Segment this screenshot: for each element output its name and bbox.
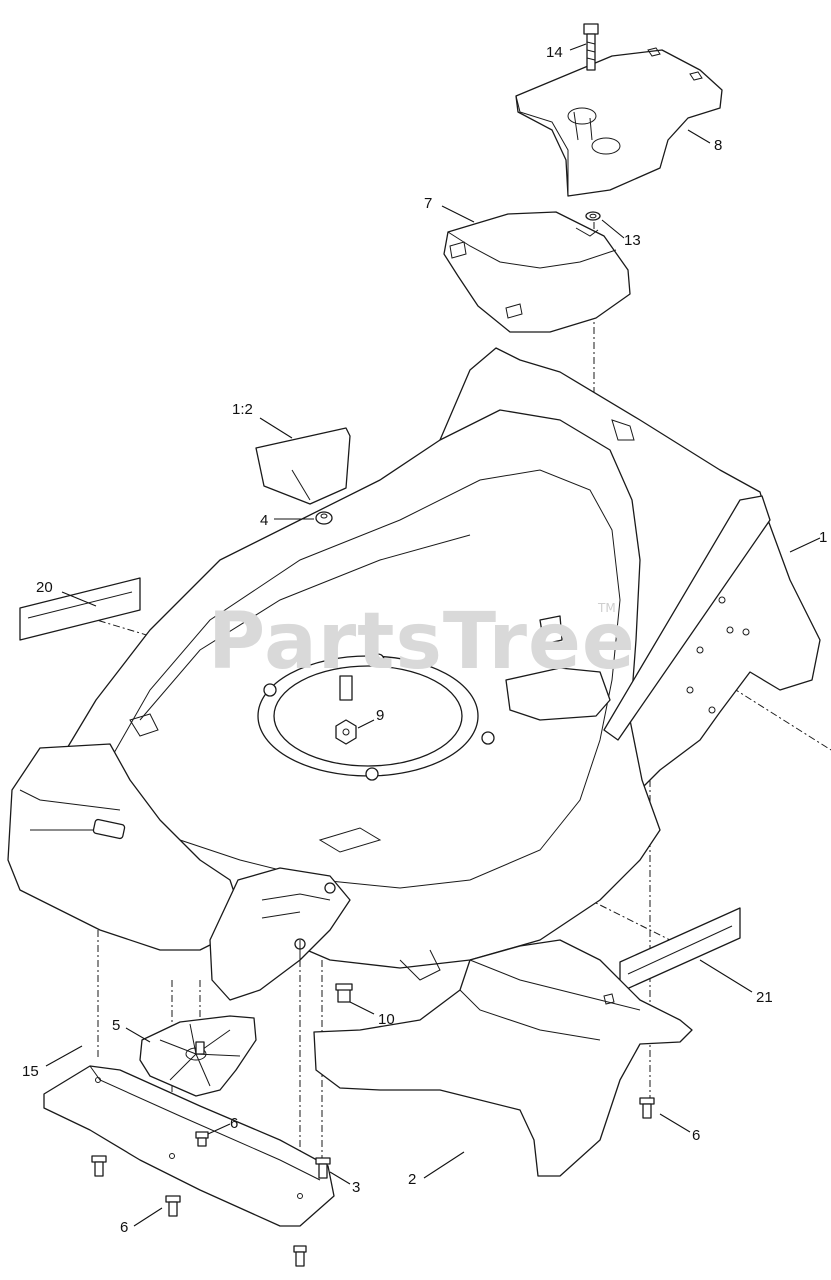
callout-6-center: 6 [230,1115,238,1132]
part-10-bolt [335,983,353,1003]
callout-15: 15 [22,1063,39,1080]
callout-10: 10 [378,1011,395,1028]
watermark-text: PartsTree [208,597,636,687]
part-5-baffle [139,1015,257,1097]
bolt-lowest [293,1245,307,1267]
part-15-skid-plate [43,1065,335,1227]
part-7-lower-cover [443,211,631,333]
callout-7: 7 [424,195,432,212]
part-2-rear-skirt [313,939,693,1177]
bolt-6-bottom [165,1195,181,1217]
callout-labels: 14 8 7 13 1:2 4 1 20 9 10 21 5 6 6 6 15 … [22,44,827,1236]
bolt-6-left-center [195,1131,209,1147]
callout-6-right: 6 [692,1127,700,1144]
bolt-6-center [195,1041,205,1055]
callout-2: 2 [408,1171,416,1188]
watermark: PartsTree TM [208,597,636,687]
part-1-mower-deck [7,347,821,1001]
trademark-text: TM [597,601,616,615]
part-8-upper-cover [515,47,723,197]
callout-1: 1 [819,529,827,546]
callout-9: 9 [376,707,384,724]
part-14-bolt [583,23,599,71]
callout-14: 14 [546,44,563,61]
callout-3: 3 [352,1179,360,1196]
callout-20: 20 [36,579,53,596]
mounting-bolts [91,940,655,1267]
bolt-6-lower-left [91,1155,107,1177]
callout-13: 13 [624,232,641,249]
bolt-6-right [639,1097,655,1119]
part-21-decal [619,907,741,993]
callout-4: 4 [260,512,268,529]
part-9-nut [335,719,357,745]
callout-1-2: 1:2 [232,401,253,418]
part-20-decal [19,577,141,641]
callout-21: 21 [756,989,773,1006]
leader-lines [45,43,821,1227]
callout-6-bottom: 6 [120,1219,128,1236]
bolt-3 [315,1157,331,1179]
callout-5: 5 [112,1017,120,1034]
part-13-washer [585,211,601,221]
part-4-nut [315,511,333,525]
callout-8: 8 [714,137,722,154]
part-1-2-decal [255,427,351,505]
